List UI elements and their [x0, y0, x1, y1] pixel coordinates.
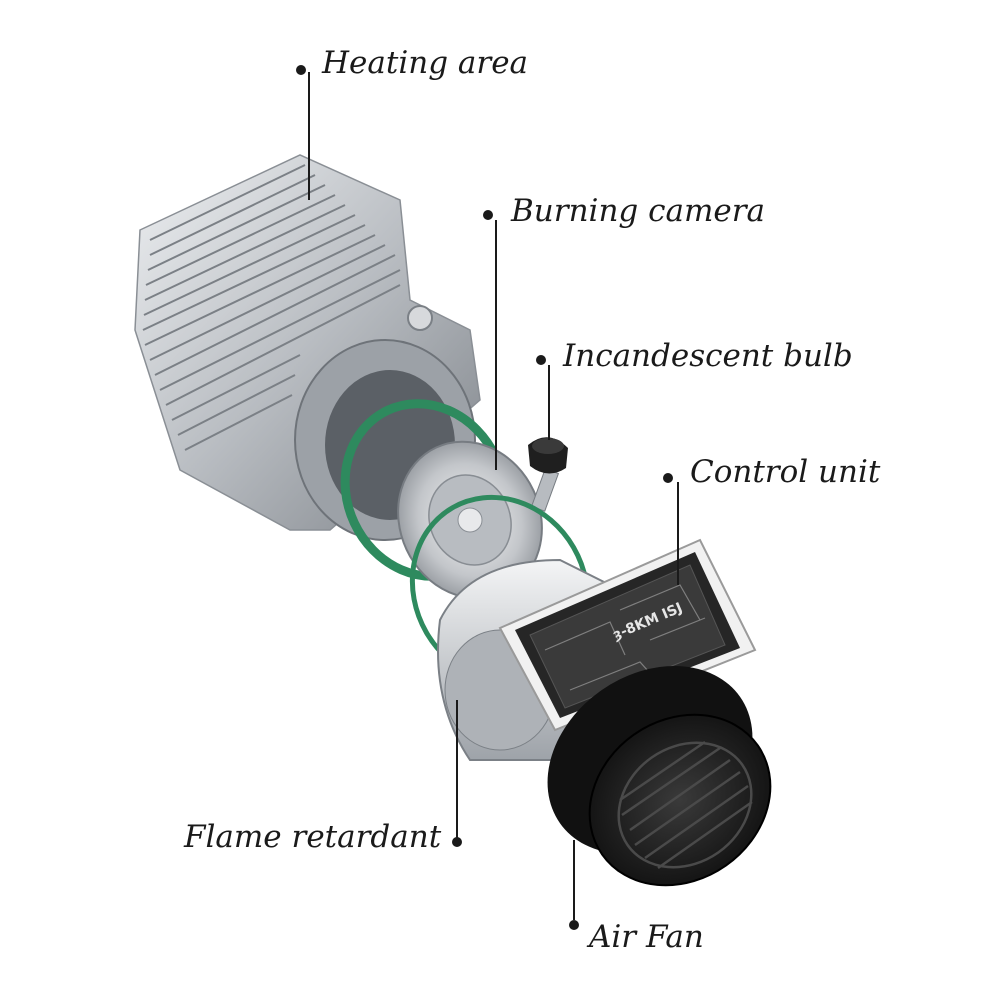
callout-dot-incandescent-bulb — [536, 355, 546, 365]
control-unit-board: ȝ-8KM ISJ — [498, 538, 757, 732]
callout-dot-heating-area — [296, 65, 306, 75]
callout-control-unit: Control unit — [690, 454, 881, 490]
glow-plug — [528, 437, 568, 512]
callout-dot-flame-retardant — [452, 837, 462, 847]
fan-grille — [617, 740, 753, 870]
callout-dot-air-fan — [569, 920, 579, 930]
mounting-boss — [407, 305, 433, 331]
cooling-fins — [142, 164, 401, 451]
air-fan — [547, 666, 772, 887]
callout-leaders — [296, 65, 679, 930]
callout-heating-area: Heating area — [322, 45, 529, 81]
callout-burning-camera: Burning camera — [511, 193, 765, 229]
callout-dot-control-unit — [663, 473, 673, 483]
callout-incandescent-bulb: Incandescent bulb — [563, 338, 853, 374]
callout-flame-retardant: Flame retardant — [184, 819, 442, 855]
callout-air-fan: Air Fan — [589, 919, 704, 955]
callout-dot-burning-camera — [483, 210, 493, 220]
